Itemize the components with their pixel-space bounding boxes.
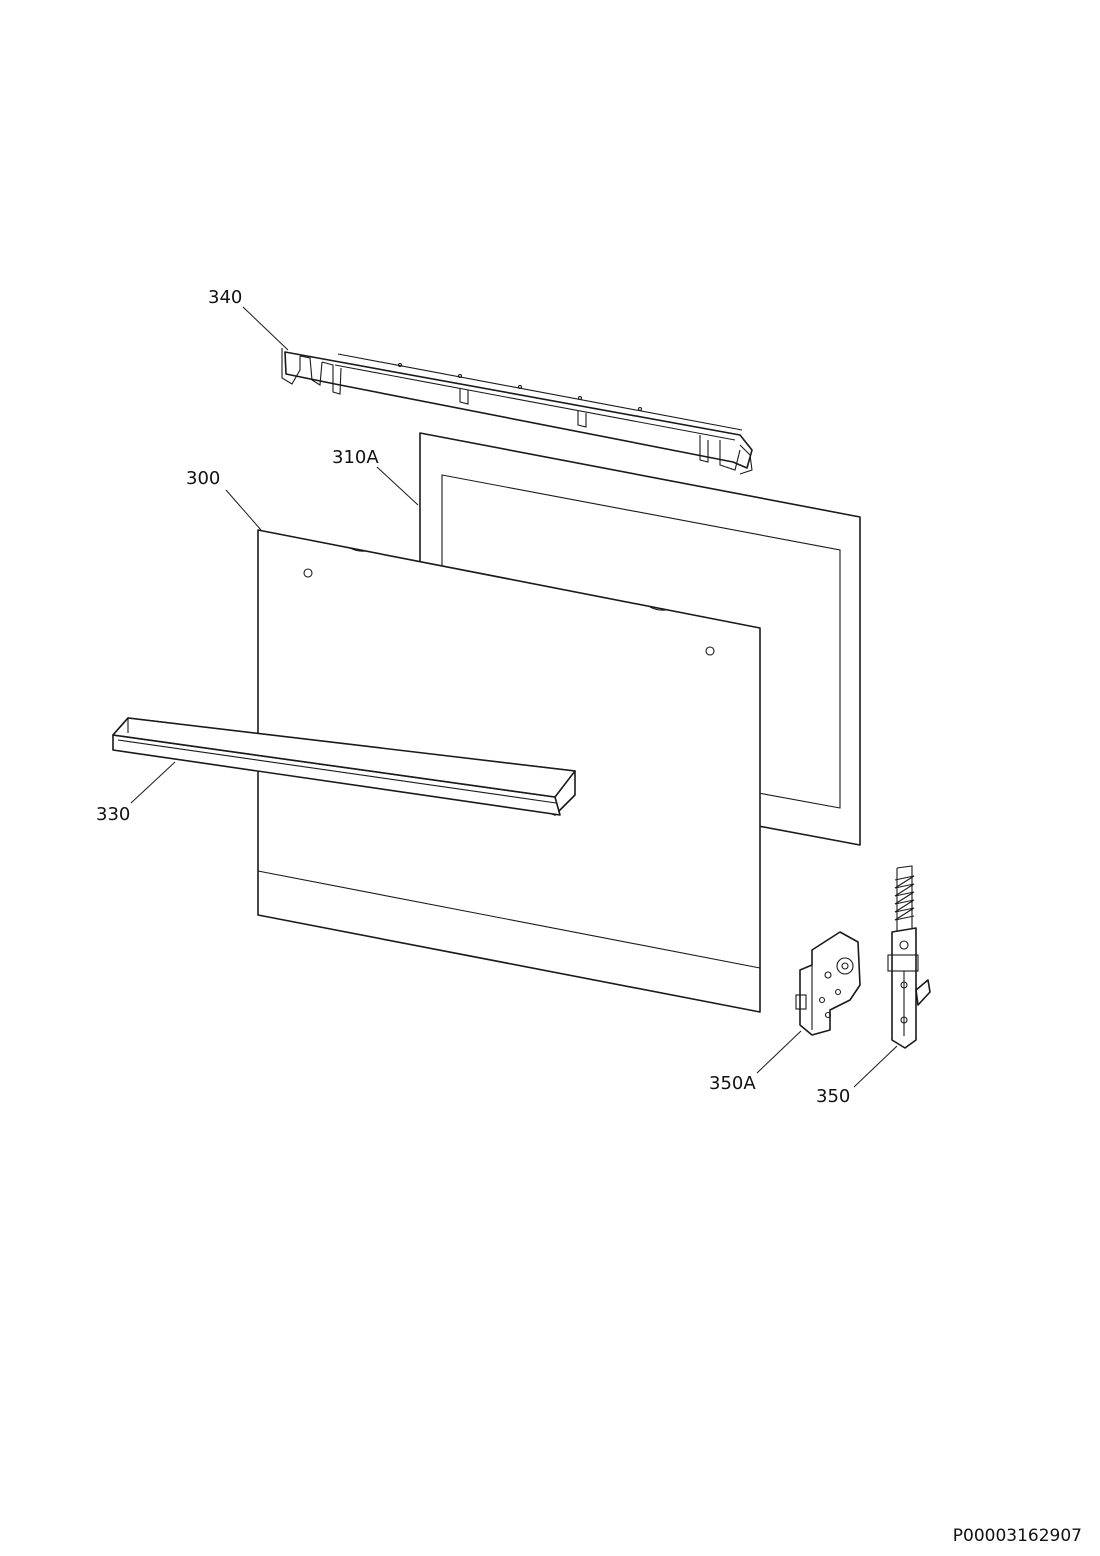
callout-350: 350 [816,1086,850,1107]
callout-350A: 350A [709,1073,756,1094]
hinge-receiver-350A [795,931,861,1036]
leader-350 [853,1045,898,1088]
callout-340: 340 [208,287,242,308]
leader-300 [225,489,262,531]
document-number: P00003162907 [952,1526,1082,1546]
hinge-350 [887,865,931,1049]
leader-330 [130,761,176,804]
leader-310A [376,466,419,506]
top-trim-340 [281,348,753,475]
door-handle-330 [112,717,576,816]
callout-330: 330 [96,804,130,825]
leader-340 [242,306,289,351]
callout-300: 300 [186,468,220,489]
leader-350A [756,1030,802,1074]
callout-310A: 310A [332,447,379,468]
